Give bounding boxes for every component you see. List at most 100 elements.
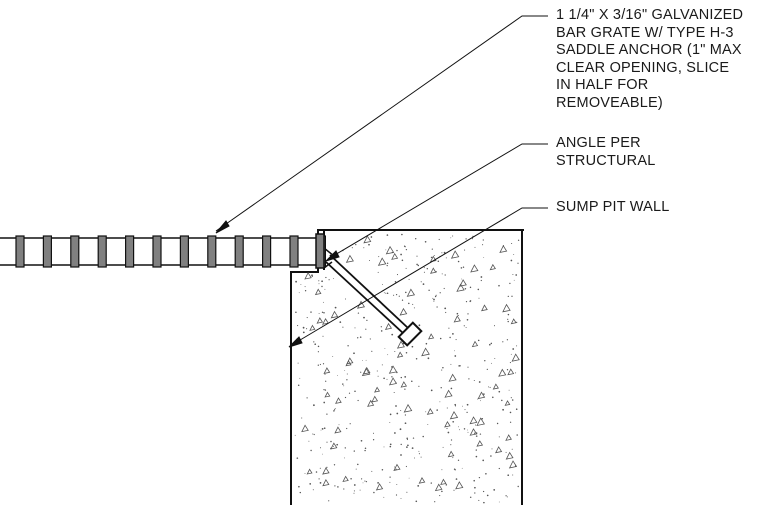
- stipple-dot: [394, 432, 396, 434]
- stipple-dot: [320, 429, 322, 431]
- stipple-dot: [509, 411, 512, 414]
- stipple-dot: [333, 464, 336, 466]
- aggregate-mark: [469, 428, 478, 436]
- stipple-dot: [498, 501, 500, 503]
- aggregate-mark: [507, 368, 515, 376]
- stipple-dot: [377, 271, 379, 273]
- stipple-dot: [338, 424, 340, 426]
- aggregate-mark: [430, 267, 437, 274]
- grate-bearing-bar: [234, 235, 244, 268]
- aggregate-mark: [471, 340, 479, 348]
- stipple-dot: [483, 257, 485, 259]
- stipple-dot: [381, 364, 383, 366]
- stipple-dot: [346, 427, 348, 430]
- stipple-dot: [479, 400, 481, 402]
- stipple-dot: [450, 363, 452, 365]
- stipple-dot: [297, 325, 299, 327]
- stipple-dot: [380, 330, 383, 332]
- aggregate-mark: [335, 397, 342, 404]
- stipple-dot: [408, 302, 410, 305]
- stipple-dot: [384, 347, 386, 349]
- stipple-dot: [515, 408, 518, 410]
- stipple-dot: [408, 278, 410, 280]
- stipple-dot: [428, 289, 430, 292]
- stipple-dot: [344, 370, 346, 372]
- stipple-dot: [454, 405, 457, 407]
- stipple-dot: [485, 473, 487, 475]
- stipple-dot: [394, 280, 397, 283]
- bar-grate: [0, 233, 326, 269]
- stipple-dot: [506, 339, 509, 341]
- grate-leader-arrow: [215, 220, 230, 234]
- stipple-dot: [387, 354, 389, 356]
- aggregate-mark: [459, 279, 467, 287]
- grate-bearing-bar: [70, 235, 80, 268]
- aggregate-mark: [314, 288, 322, 296]
- stipple-dot: [416, 255, 418, 257]
- stipple-dot: [454, 350, 456, 352]
- stipple-dot: [318, 313, 320, 315]
- aggregate-mark: [330, 442, 338, 450]
- aggregate-mark: [456, 283, 465, 292]
- stipple-dot: [437, 260, 440, 262]
- grate-callout-line: SADDLE ANCHOR (1" MAX: [556, 42, 742, 58]
- stipple-dot: [321, 280, 323, 283]
- stipple-dot: [404, 388, 406, 390]
- stipple-dot: [502, 341, 504, 343]
- stipple-dot: [312, 489, 314, 491]
- stipple-dot: [353, 492, 355, 494]
- aggregate-mark: [399, 307, 408, 316]
- aggregate-mark: [322, 478, 330, 487]
- stipple-dot: [366, 319, 368, 322]
- stipple-dot: [465, 327, 467, 328]
- stipple-dot: [322, 363, 325, 365]
- stipple-dot: [498, 467, 500, 470]
- aggregate-mark: [505, 434, 512, 441]
- stipple-dot: [394, 466, 396, 468]
- stipple-dot: [450, 444, 452, 446]
- stipple-dot: [449, 336, 451, 339]
- stipple-dot: [515, 372, 517, 374]
- aggregate-mark: [309, 324, 316, 331]
- aggregate-mark: [495, 446, 503, 454]
- stipple-dot: [372, 439, 375, 441]
- stipple-dot: [389, 445, 392, 448]
- stipple-dot: [391, 376, 393, 378]
- stipple-dot: [439, 292, 441, 294]
- stipple-dot: [353, 484, 356, 486]
- stipple-dot: [511, 295, 513, 297]
- stipple-dot: [350, 477, 352, 480]
- stipple-dot: [351, 247, 353, 249]
- aggregate-mark: [508, 460, 518, 469]
- stipple-dot: [498, 390, 501, 393]
- grate-leader-line: [215, 15, 548, 232]
- stipple-dot: [492, 396, 494, 399]
- stipple-dot: [334, 306, 337, 309]
- stipple-dot: [306, 317, 308, 319]
- stipple-dot: [400, 376, 402, 379]
- grate-callout-line: REMOVEABLE): [556, 94, 663, 111]
- stipple-dot: [420, 456, 422, 458]
- aggregate-mark: [444, 420, 451, 428]
- grate-bearing-bar: [15, 235, 25, 268]
- stipple-dot: [452, 333, 454, 335]
- stipple-dot: [473, 479, 475, 482]
- aggregate-mark: [316, 317, 324, 324]
- stipple-dot: [412, 303, 414, 305]
- stipple-dot: [363, 247, 365, 249]
- stipple-dot: [400, 443, 402, 446]
- grate-bearing-bar: [207, 235, 217, 268]
- stipple-dot: [417, 264, 420, 267]
- stipple-dot: [401, 233, 403, 236]
- stipple-dot: [466, 318, 469, 321]
- stipple-dot: [344, 298, 347, 300]
- aggregate-mark: [492, 383, 499, 390]
- stipple-dot: [364, 447, 367, 449]
- stipple-dot: [385, 249, 387, 251]
- stipple-dot: [474, 486, 476, 489]
- stipple-dot: [344, 396, 347, 399]
- stipple-dot: [343, 488, 345, 490]
- stipple-dot: [452, 457, 454, 459]
- stipple-dot: [407, 444, 409, 447]
- aggregate-mark: [396, 351, 404, 358]
